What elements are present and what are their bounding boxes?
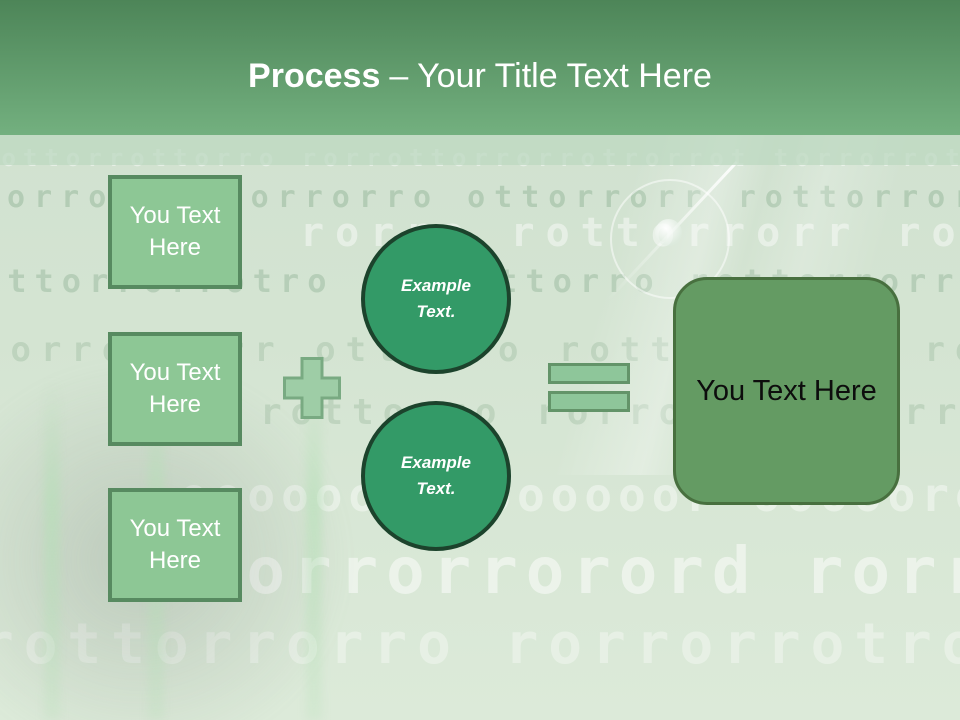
step-box-label: You Text Here xyxy=(129,514,221,574)
compass-bead-graphic xyxy=(655,219,682,246)
header-divider-band xyxy=(0,135,960,165)
circle-label-line1: Example xyxy=(401,453,471,472)
process-step-box-1[interactable]: You Text Here xyxy=(108,175,242,289)
equals-bar-top xyxy=(548,363,630,384)
process-step-box-3[interactable]: You Text Here xyxy=(108,488,242,602)
vertical-light-streak xyxy=(44,380,60,720)
equals-bar-bottom xyxy=(548,391,630,412)
title-rest: – Your Title Text Here xyxy=(389,57,712,95)
plus-icon-shape xyxy=(283,357,341,419)
title-emphasis: Process xyxy=(248,57,381,95)
circle-label-line2: Text. xyxy=(416,479,456,498)
result-box[interactable]: You Text Here xyxy=(673,277,900,505)
process-step-box-2[interactable]: You Text Here xyxy=(108,332,242,446)
binary-texture-row: rorrorrorord rorrorro xyxy=(200,535,960,609)
page-title[interactable]: Process– Your Title Text Here xyxy=(0,50,960,102)
vertical-light-streak xyxy=(306,380,322,720)
step-box-label: You Text Here xyxy=(129,201,221,261)
circle-label-line1: Example xyxy=(401,276,471,295)
slide-header xyxy=(0,0,960,135)
binary-texture-row: rottorrorro rorrorrotro xyxy=(0,612,960,677)
example-circle-2[interactable]: Example Text. xyxy=(361,401,511,551)
result-box-label: You Text Here xyxy=(696,374,877,407)
circle-label-line2: Text. xyxy=(416,302,456,321)
plus-icon[interactable] xyxy=(283,357,341,419)
step-box-label: You Text Here xyxy=(129,358,221,418)
example-circle-1[interactable]: Example Text. xyxy=(361,224,511,374)
